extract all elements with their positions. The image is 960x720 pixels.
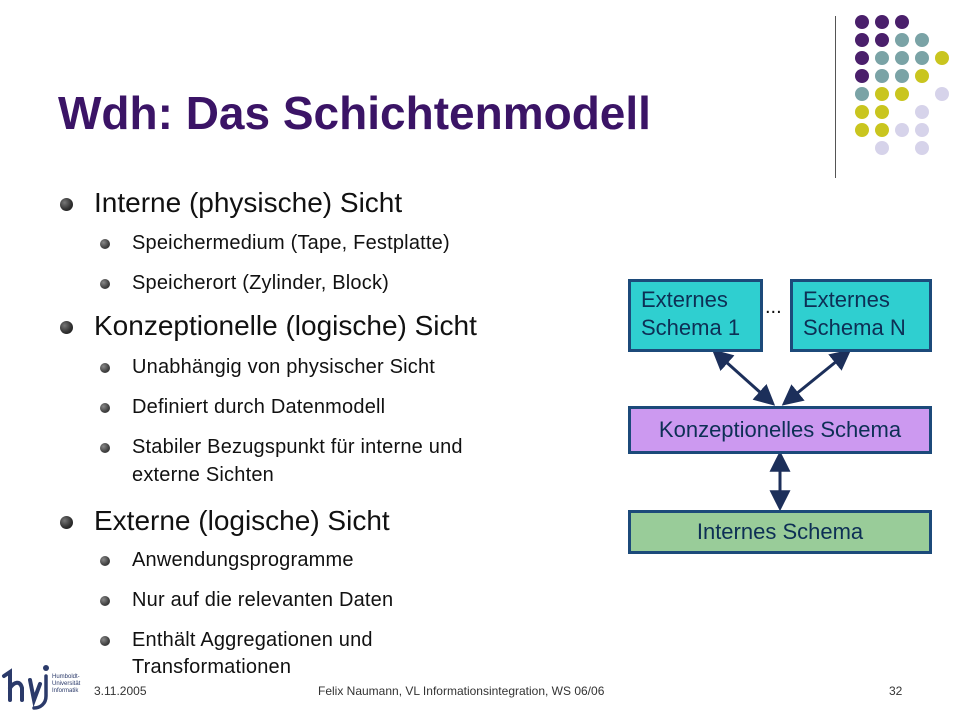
decorative-dot [875,123,889,137]
decorative-dot [915,123,929,137]
sub-bullet-aggregationen-cont: Transformationen [132,656,292,678]
logo-text-line1: Humboldt- [52,674,80,680]
slide-title: Wdh: Das Schichtenmodell [58,87,651,139]
sub-bullet-relevante-daten: Nur auf die relevanten Daten [132,589,394,611]
humboldt-logo-icon [2,665,49,710]
decorative-dot-grid [855,15,949,155]
bullet-icon [100,403,110,413]
logo-text-line3: Informatik [52,688,79,694]
decorative-dot [875,15,889,29]
decorative-dot [895,69,909,83]
bullet-icon [100,443,110,453]
decorative-dot [875,141,889,155]
decorative-dot [855,69,869,83]
arrow-externalN-conceptual [781,349,852,406]
decorative-dot [935,51,949,65]
decorative-dot [915,105,929,119]
decorative-dot [895,15,909,29]
decorative-dot [875,69,889,83]
footer-author-course: Felix Naumann, VL Informationsintegratio… [318,684,605,698]
decorative-dot [915,141,929,155]
sub-bullet-speicherort: Speicherort (Zylinder, Block) [132,272,390,294]
logo-text-line2: Universität [52,681,81,687]
sub-bullet-stabiler-bezugspunkt-cont: externe Sichten [132,464,274,486]
bullet-icon [60,321,73,334]
bullet-icon [100,596,110,606]
bullet-interne-sicht: Interne (physische) Sicht [94,187,403,218]
decorative-dot [875,105,889,119]
decorative-dot [855,33,869,47]
sub-bullet-aggregationen: Enthält Aggregationen und [132,629,373,651]
footer-page-number: 32 [889,684,903,698]
internal-schema-box: Internes Schema [628,510,932,554]
arrow-external1-conceptual [711,349,776,406]
decorative-dot [855,15,869,29]
bullet-icon [60,198,73,211]
decorative-dot [895,123,909,137]
decorative-dot [895,87,909,101]
sub-bullet-definiert: Definiert durch Datenmodell [132,396,386,418]
decorative-dot [855,105,869,119]
bullet-icon [100,556,110,566]
decorative-dot [875,51,889,65]
external-schema-n-box: Externes Schema N [790,279,932,352]
sub-bullet-stabiler-bezugspunkt: Stabiler Bezugspunkt für interne und [132,436,463,458]
external-schema-n-line1: Externes [803,287,890,312]
external-schema-1-line1: Externes [641,287,728,312]
decorative-dot [855,51,869,65]
external-schema-1-box: Externes Schema 1 [628,279,763,352]
bullet-icon [60,516,73,529]
decorative-dot [895,33,909,47]
footer-date: 3.11.2005 [94,684,147,698]
decorative-dot [855,87,869,101]
decorative-dot [915,33,929,47]
external-schemas-ellipsis: ... [765,296,782,318]
bullet-icon [100,279,110,289]
decorative-dot [875,87,889,101]
bullet-konzeptionelle-sicht: Konzeptionelle (logische) Sicht [94,310,477,341]
sub-bullet-anwendungsprogramme: Anwendungsprogramme [132,549,354,571]
diagram-arrows [711,349,852,512]
sub-bullet-speichermedium: Speichermedium (Tape, Festplatte) [132,232,450,254]
bullet-icon [100,239,110,249]
decorative-dot [855,123,869,137]
external-schema-1-line2: Schema 1 [641,315,741,340]
bullet-icon [100,363,110,373]
sub-bullet-unabhaengig: Unabhängig von physischer Sicht [132,356,436,378]
decorative-dot [935,87,949,101]
decorative-divider-line [835,16,836,178]
bullet-icon [100,636,110,646]
decorative-dot [895,51,909,65]
external-schema-n-line2: Schema N [803,315,906,340]
conceptual-schema-box: Konzeptionelles Schema [628,406,932,454]
decorative-dot [915,51,929,65]
decorative-dot [875,33,889,47]
bullet-externe-sicht: Externe (logische) Sicht [94,505,390,536]
decorative-dot [915,69,929,83]
